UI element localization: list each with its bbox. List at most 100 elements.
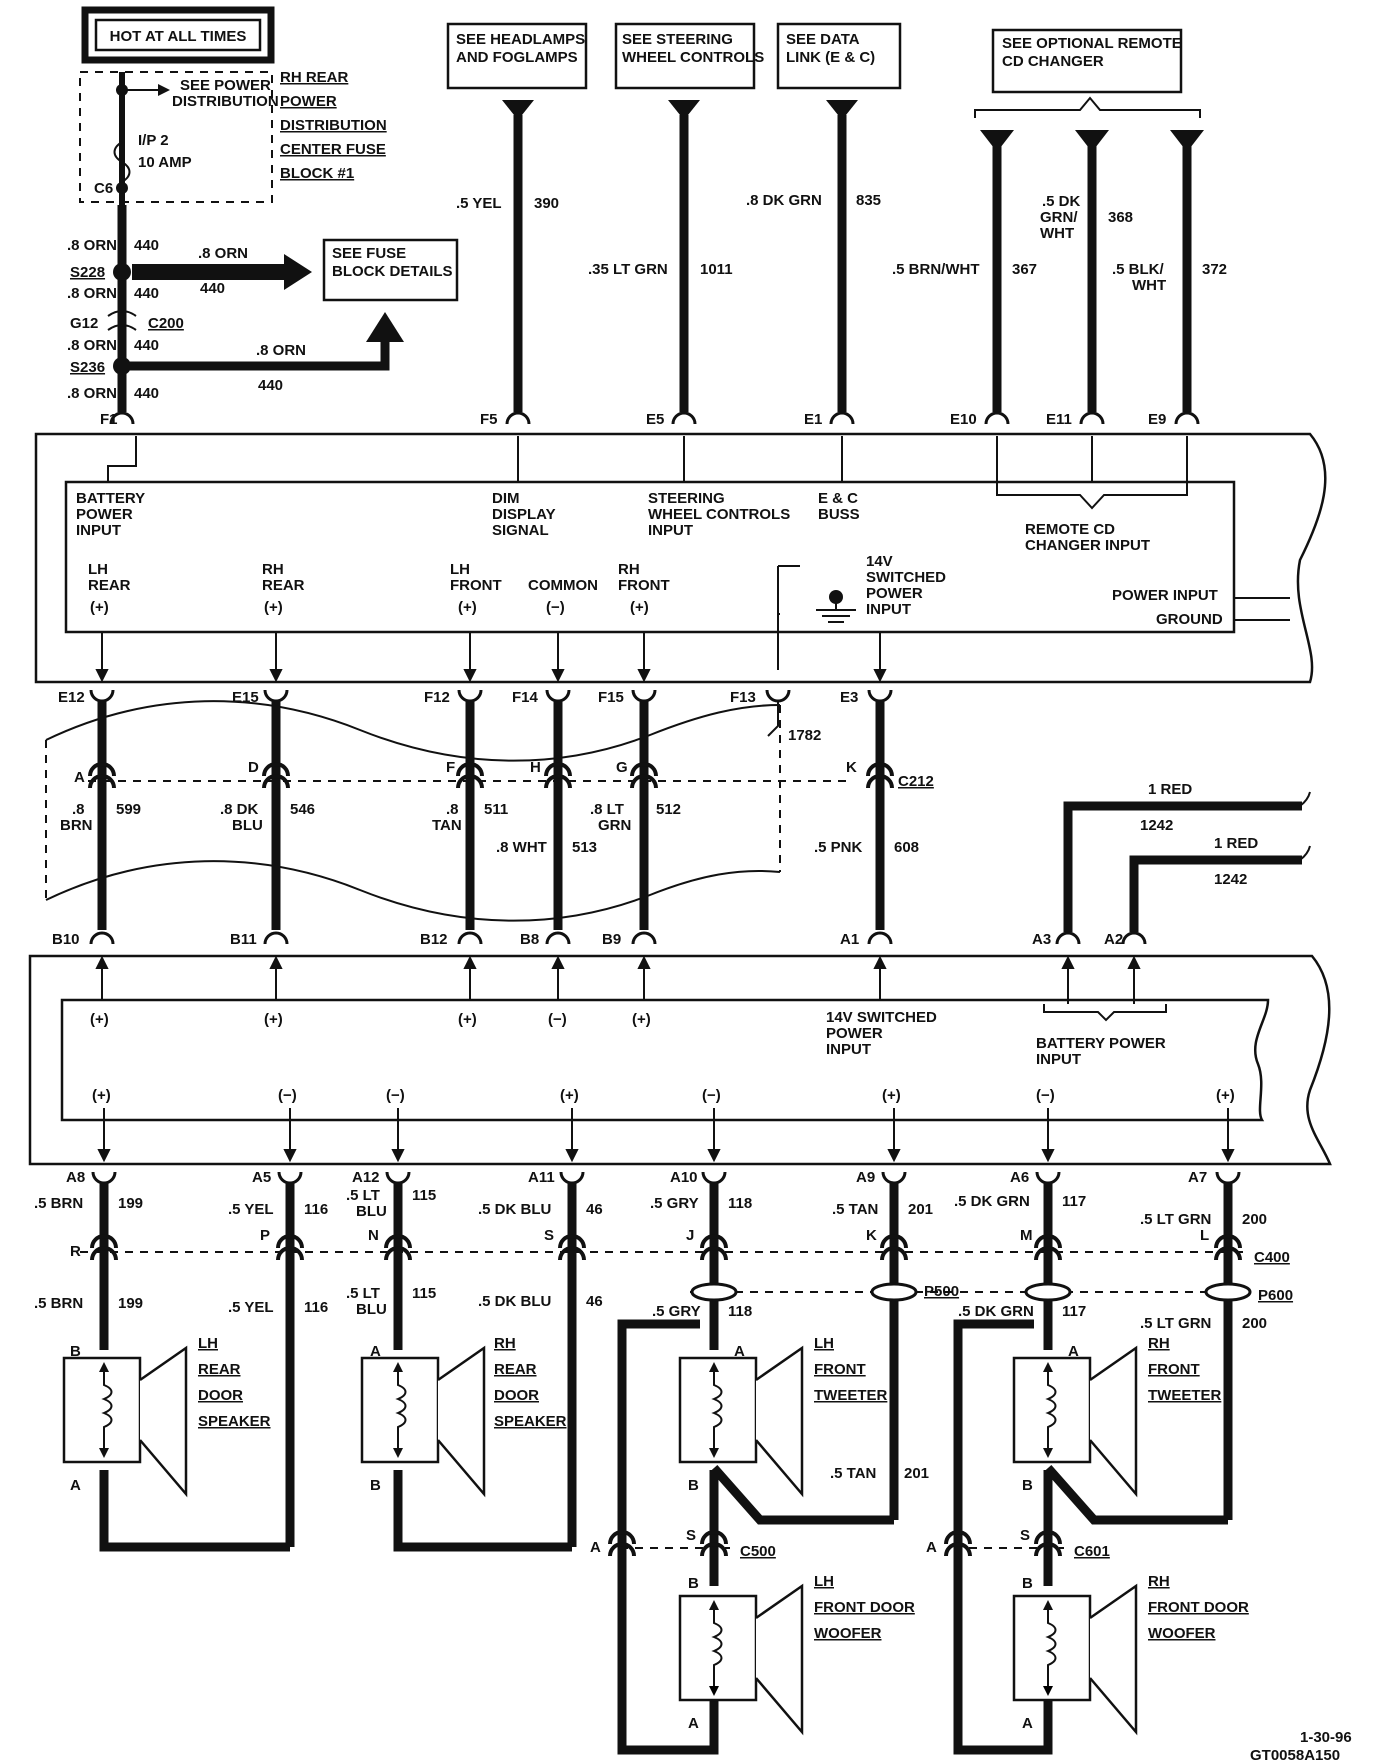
- tan-wire-1: .8: [446, 801, 459, 818]
- pin-a1: A1: [840, 931, 859, 948]
- rh-tweeter-pin-b: B: [1022, 1477, 1033, 1494]
- amp-in-plus-1: (+): [90, 1011, 109, 1028]
- branch-1-circuit: 440: [200, 280, 225, 297]
- coil-icon: [1045, 1370, 1057, 1452]
- amp-out-polarity-1: (+): [92, 1087, 111, 1104]
- rh-front-tweeter: [1012, 1345, 1138, 1498]
- connector-icon: [1174, 411, 1200, 425]
- wire-1242-b: [1129, 855, 1302, 932]
- wire-label-8: .5 LT GRN: [1140, 1211, 1211, 1228]
- arrowhead-icon: [1075, 130, 1109, 152]
- pin-a5: A5: [252, 1169, 271, 1186]
- lh-front-tweeter: [678, 1345, 804, 1498]
- see-steering-2: WHEEL CONTROLS: [622, 49, 764, 66]
- feed-wire-a: .8 ORN: [67, 237, 117, 254]
- p500-label: P500: [924, 1283, 959, 1300]
- rh-rear-return-wire: [393, 1470, 572, 1552]
- lh-rear-return-wire: [99, 1470, 290, 1552]
- lh-rear-door-speaker: [62, 1345, 188, 1498]
- c400-pin-s: S: [544, 1227, 554, 1244]
- coil-icon: [711, 1608, 723, 1690]
- lh-front-3: (+): [458, 599, 477, 616]
- coil-icon: [395, 1370, 407, 1452]
- coil-icon: [101, 1370, 113, 1452]
- rh-woofer-return-wire: [953, 1319, 1053, 1755]
- see-fuse-block-details-box: [322, 238, 459, 302]
- brnwht-circuit-label: 367: [1012, 261, 1037, 278]
- rh-rear-3: (+): [264, 599, 283, 616]
- fuse-block-label-1: RH REAR: [280, 69, 349, 86]
- amp-out-polarity-7: (−): [1036, 1087, 1055, 1104]
- amp-in-minus: (−): [548, 1011, 567, 1028]
- power-input-label: POWER INPUT: [1112, 587, 1218, 604]
- c500-pin-s: S: [686, 1527, 696, 1544]
- lower-circuit-7: 117: [1062, 1303, 1086, 1320]
- c200-connector-icon: [107, 310, 137, 331]
- rh-woofer-label-1: RH: [1148, 1573, 1170, 1590]
- lh-rear-label-2: REAR: [198, 1361, 241, 1378]
- fuse-block-outline: [79, 71, 273, 203]
- brnwht-wire-label: .5 BRN/WHT: [892, 261, 980, 278]
- lh-tweeter-label-3: TWEETER: [814, 1387, 887, 1404]
- circuit-label-2: 116: [304, 1201, 328, 1218]
- rh-rear-label-4: SPEAKER: [494, 1413, 567, 1430]
- lh-tweeter-pin-b: B: [688, 1477, 699, 1494]
- arrowhead-icon: [826, 100, 858, 120]
- connector-icon: [671, 411, 697, 425]
- diagram-code: GT0058A150: [1250, 1747, 1340, 1764]
- c212-connectors: [88, 762, 894, 789]
- c601-label: C601: [1074, 1543, 1110, 1560]
- dim-display-2: DISPLAY: [492, 506, 556, 523]
- red-2-wire: 1 RED: [1214, 835, 1258, 852]
- c400-connectors: [90, 1234, 1242, 1261]
- hot-at-all-times-label: HOT AT ALL TIMES: [110, 28, 247, 45]
- lower-wire-3b: BLU: [356, 1301, 387, 1318]
- wire-1782: [767, 700, 779, 737]
- pnk-wire: .5 PNK: [814, 839, 863, 856]
- pin-f15: F15: [598, 689, 624, 706]
- circuit-label-1: 199: [118, 1195, 143, 1212]
- amp-battery-2: INPUT: [1036, 1051, 1081, 1068]
- lower-circuit-8: 200: [1242, 1315, 1267, 1332]
- see-steering-box: [614, 22, 756, 90]
- lower-circuit-2: 116: [304, 1299, 328, 1316]
- s228-splice-dot: [113, 263, 131, 281]
- pin-a11: A11: [528, 1169, 555, 1186]
- connector-icon: [1079, 411, 1105, 425]
- c400-pin-l: L: [1200, 1227, 1209, 1244]
- amp-in-plus-4: (+): [632, 1011, 651, 1028]
- c601-pin-s: S: [1020, 1527, 1030, 1544]
- blkwht-wire-1: .5 BLK/: [1112, 261, 1165, 278]
- pin-e9: E9: [1148, 411, 1166, 428]
- ckt-1782-label: 1782: [788, 727, 821, 744]
- lh-rear-3: (+): [90, 599, 109, 616]
- pin-f1: F1: [100, 411, 118, 428]
- switched-power-4: INPUT: [866, 601, 911, 618]
- pin-a3: A3: [1032, 931, 1051, 948]
- lh-woofer-pin-b: B: [688, 1575, 699, 1592]
- see-cd-changer-box: [991, 28, 1183, 94]
- see-data-link-2: LINK (E & C): [786, 49, 875, 66]
- c212-pin-g: G: [616, 759, 628, 776]
- top-wire-arrowheads: [502, 100, 1204, 152]
- brn-circuit: 599: [116, 801, 141, 818]
- dkgrn-circuit-label: 835: [856, 192, 881, 209]
- pin-a7: A7: [1188, 1169, 1207, 1186]
- c500-label: C500: [740, 1543, 776, 1560]
- see-fuse-block-details-2: BLOCK DETAILS: [332, 263, 453, 280]
- wht-circuit: 513: [572, 839, 597, 856]
- lower-wire-5: .5 GRY: [652, 1303, 701, 1320]
- lh-woofer-return-wire: [617, 1319, 719, 1755]
- lh-tweeter-pin-a: A: [734, 1343, 745, 1360]
- lower-wire-3a: .5 LT: [346, 1285, 380, 1302]
- amp-input-arrows: [95, 955, 1141, 1004]
- c212-pin-a: A: [74, 769, 85, 786]
- feed-wire-d: .8 ORN: [67, 385, 117, 402]
- lh-woofer-label-3: WOOFER: [814, 1625, 882, 1642]
- amp-top-connectors: [89, 931, 1147, 945]
- c400-pin-r: R: [70, 1243, 81, 1260]
- circuit-label-4: 46: [586, 1201, 603, 1218]
- rh-front-3: (+): [630, 599, 649, 616]
- fuse-connector-label: C6: [94, 180, 113, 197]
